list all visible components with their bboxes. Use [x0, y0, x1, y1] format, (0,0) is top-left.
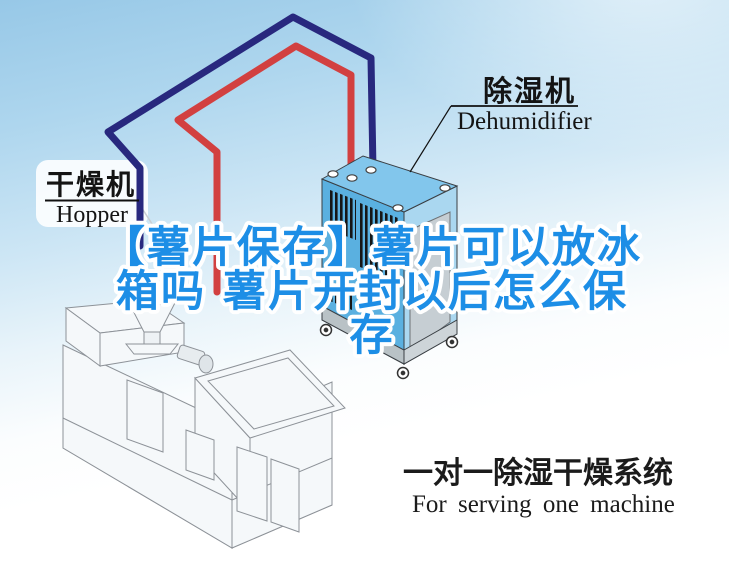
molder-window: [270, 458, 300, 533]
molder-window: [126, 379, 164, 453]
dry-air-pipe: [174, 42, 355, 296]
hopper-funnel: [124, 286, 180, 355]
funnel-rim: [124, 286, 180, 306]
pipe-fittings: [327, 166, 451, 212]
title-line-1: 【薯片保存】薯片可以放冰: [102, 223, 642, 273]
title-line-2: 箱吗 薯片开封以后怎么保: [116, 267, 628, 317]
funnel-neck: [143, 331, 161, 345]
title-overlay: 【薯片保存】薯片可以放冰 箱吗 薯片开封以后怎么保 存: [98, 219, 644, 365]
dehumidifier-label-zh: 除湿机: [483, 74, 577, 108]
dehumidifier-base-right: [403, 319, 458, 365]
system-label-zh: 一对一除湿干燥系统: [403, 456, 673, 491]
molding-machine: [62, 299, 346, 549]
label-leader-lines: [45, 105, 578, 202]
casters: [319, 323, 459, 380]
vent-grille: [330, 190, 356, 240]
dryer-label-zh: 干燥机: [46, 168, 137, 201]
dehumidifier-panel: [409, 211, 451, 353]
title-line-3: 存: [350, 311, 395, 361]
molder-window: [185, 429, 215, 481]
return-air-pipe: [104, 13, 377, 250]
injector-nozzle: [176, 344, 214, 374]
dehumidifier-unit: [319, 155, 459, 380]
vent-grille: [360, 203, 398, 282]
system-label-en: For serving one machine: [412, 491, 675, 518]
funnel-base-plate: [124, 343, 180, 355]
dryer-label-en: Hopper: [56, 202, 128, 228]
vent-grille: [330, 281, 352, 310]
mold-box-top-inset: [207, 357, 335, 430]
dehumidifier-top-face: [320, 155, 459, 213]
dehumidifier-leader-line: [409, 105, 452, 173]
pipes: [104, 13, 377, 296]
dehumidifier-label-en: Dehumidifier: [457, 108, 592, 135]
molder-window: [236, 446, 268, 522]
